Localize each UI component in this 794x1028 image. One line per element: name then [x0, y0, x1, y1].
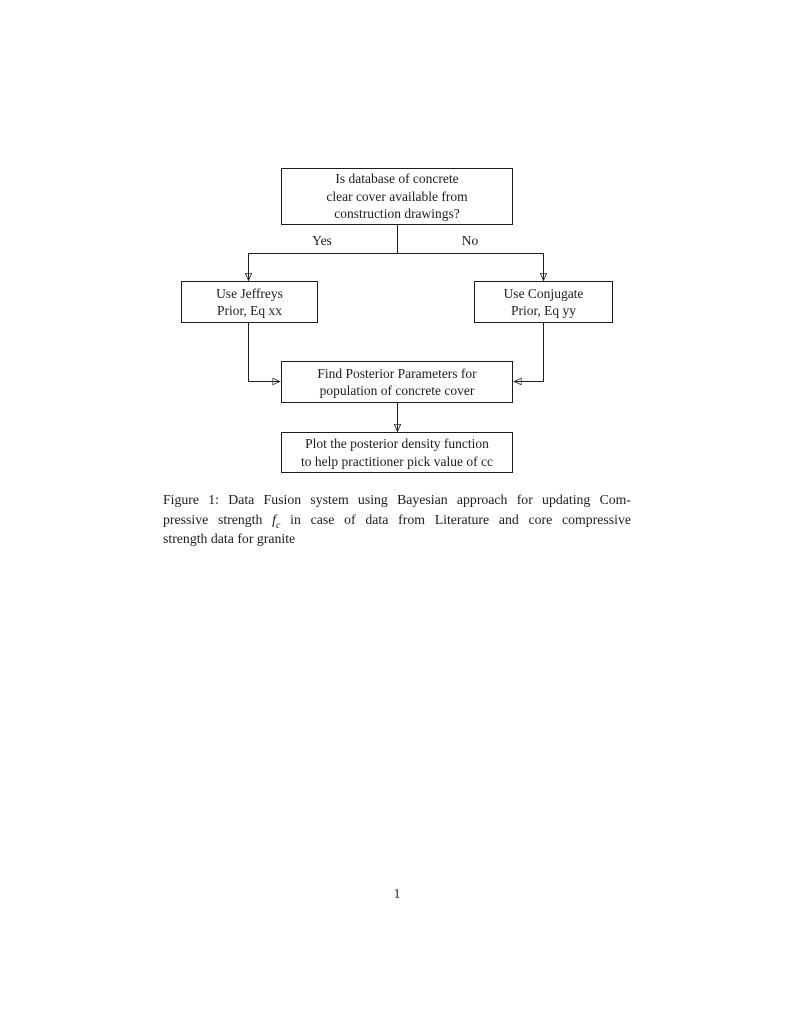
node-text-line: Use Conjugate — [503, 285, 584, 301]
flowchart-node-plot-density: Plot the posterior density function to h… — [281, 432, 513, 473]
figure-caption: Figure 1: Data Fusion system using Bayes… — [163, 490, 631, 549]
node-text-line: Use Jeffreys — [216, 285, 283, 301]
math-fc-symbol: f — [272, 511, 277, 527]
page-number: 1 — [393, 886, 401, 901]
node-text-line: clear cover available from — [326, 188, 468, 204]
connector-decision-split — [248, 225, 544, 254]
node-text-line: Prior, Eq xx — [216, 303, 283, 318]
edge-label-no: No — [459, 233, 481, 249]
edge-label-yes: Yes — [310, 233, 334, 249]
flowchart-node-posterior-parameters: Find Posterior Parameters for population… — [281, 361, 513, 403]
node-text-line: Prior, Eq yy — [510, 303, 577, 318]
connector-conjugate-to-posterior — [515, 323, 544, 382]
caption-text: pressive strength — [163, 511, 273, 527]
caption-line-2: pressive strength fc in case of data fro… — [163, 510, 631, 530]
flowchart-connectors — [0, 225, 794, 480]
flowchart-node-conjugate-prior: Use Conjugate Prior, Eq yy — [474, 281, 613, 323]
node-text-line: Find Posterior Parameters for — [317, 365, 477, 381]
figure-1-flowchart: Is database of concrete clear cover avai… — [0, 0, 794, 480]
node-text-line: Is database of concrete — [335, 171, 459, 187]
caption-line-3: strength data for granite — [163, 531, 296, 546]
node-text-line: to help practitioner pick value of cc — [301, 453, 493, 469]
caption-line-1: Figure 1: Data Fusion system using Bayes… — [163, 492, 631, 507]
flowchart-node-jeffreys-prior: Use Jeffreys Prior, Eq xx — [181, 281, 318, 323]
node-text-line: Plot the posterior density function — [305, 436, 489, 451]
node-text-line: population of concrete cover — [319, 383, 475, 398]
math-fc-subscript: c — [276, 519, 281, 531]
caption-text: in case of data from Literature and core… — [280, 511, 631, 527]
node-text-line: construction drawings? — [334, 206, 460, 222]
connector-jeffreys-to-posterior — [248, 323, 280, 382]
flowchart-node-decision: Is database of concrete clear cover avai… — [281, 168, 513, 225]
